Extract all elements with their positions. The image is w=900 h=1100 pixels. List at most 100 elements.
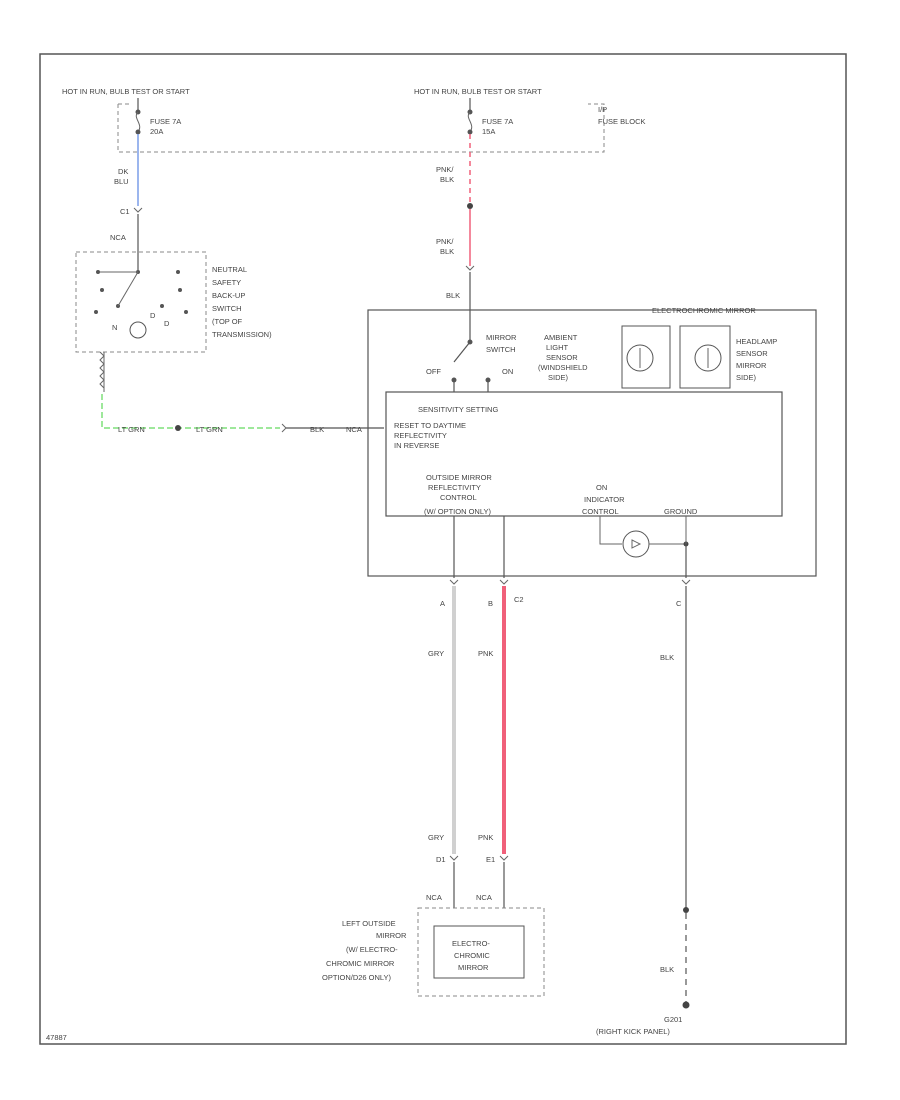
left-connector-zigzag bbox=[99, 351, 105, 389]
svg-text:D: D bbox=[164, 319, 170, 328]
wire-dk-label: DK bbox=[118, 167, 128, 176]
neutral-label-3: BACK-UP bbox=[212, 291, 245, 300]
wire-pnk-label-1: PNK bbox=[478, 649, 493, 658]
left-mirror-label-4: CHROMIC MIRROR bbox=[326, 959, 395, 968]
svg-text:REFLECTIVITY: REFLECTIVITY bbox=[428, 483, 481, 492]
svg-text:NCA: NCA bbox=[346, 425, 362, 434]
diagram-frame bbox=[39, 53, 847, 1045]
wire-pnk-b-label: PNK/ bbox=[436, 237, 454, 246]
svg-text:CONTROL: CONTROL bbox=[440, 493, 477, 502]
svg-text:LIGHT: LIGHT bbox=[546, 343, 569, 352]
wire-blu-label: BLU bbox=[114, 177, 129, 186]
svg-text:(W/ OPTION ONLY): (W/ OPTION ONLY) bbox=[424, 507, 491, 516]
neutral-label-1: NEUTRAL bbox=[212, 265, 247, 274]
splice-dot bbox=[467, 203, 473, 209]
wire-pnk-a-label: PNK/ bbox=[436, 165, 454, 174]
on-indicator-label-1: ON bbox=[596, 483, 607, 492]
reset-label-2: REFLECTIVITY bbox=[394, 431, 447, 440]
svg-text:BLK: BLK bbox=[440, 175, 454, 184]
svg-text:MIRROR: MIRROR bbox=[736, 361, 767, 370]
svg-text:(WINDSHIELD: (WINDSHIELD bbox=[538, 363, 588, 372]
headlamp-label-1: HEADLAMP bbox=[736, 337, 777, 346]
neutral-label-6: TRANSMISSION) bbox=[212, 330, 272, 339]
switch-off-label: OFF bbox=[426, 367, 441, 376]
headlamp-sensor-box bbox=[679, 325, 731, 389]
ec-mirror-box bbox=[367, 309, 817, 577]
svg-text:D: D bbox=[150, 311, 156, 320]
neutral-safety-switch bbox=[75, 251, 207, 353]
switch-pivot-icon bbox=[129, 321, 147, 339]
ecm-box-label-2: CHROMIC bbox=[454, 951, 490, 960]
svg-text:SIDE): SIDE) bbox=[736, 373, 757, 382]
pin-a-label: A bbox=[440, 599, 445, 608]
ec-mirror-title: ELECTROCHROMIC MIRROR bbox=[652, 306, 756, 315]
svg-text:SENSOR: SENSOR bbox=[546, 353, 578, 362]
blk-top-label: BLK bbox=[446, 291, 460, 300]
indicator-led-icon bbox=[622, 530, 650, 558]
ecm-box-label-3: MIRROR bbox=[458, 963, 489, 972]
ecm-box-label-1: ELECTRO- bbox=[452, 939, 490, 948]
left-outside-mirror-box bbox=[417, 907, 545, 997]
wire-blk-label-1: BLK bbox=[660, 653, 674, 662]
ground-splice bbox=[683, 907, 689, 913]
nca-label-1: NCA bbox=[426, 893, 442, 902]
wire-blk-label-2: BLK bbox=[660, 965, 674, 974]
reset-label-3: IN REVERSE bbox=[394, 441, 439, 450]
wire-lt-grn-label-2: LT GRN bbox=[196, 425, 223, 434]
fuse-left-symbol bbox=[135, 111, 141, 133]
sensitivity-label: SENSITIVITY SETTING bbox=[418, 405, 498, 414]
svg-text:BLK: BLK bbox=[440, 247, 454, 256]
ambient-sensor-box bbox=[621, 325, 671, 389]
pin-c-label: C bbox=[676, 599, 682, 608]
wire-gry-label-1: GRY bbox=[428, 649, 444, 658]
svg-text:SENSOR: SENSOR bbox=[736, 349, 768, 358]
hot-label-right: HOT IN RUN, BULB TEST OR START bbox=[414, 87, 542, 96]
fuse-block-outline bbox=[117, 103, 605, 153]
mirror-switch-label-2: SWITCH bbox=[486, 345, 516, 354]
ambient-label-1: AMBIENT bbox=[544, 333, 578, 342]
nca-label-2: NCA bbox=[476, 893, 492, 902]
conn-c2-label: C2 bbox=[514, 595, 524, 604]
ambient-sensor-icon bbox=[626, 344, 654, 372]
left-mirror-label-2: MIRROR bbox=[376, 931, 407, 940]
mirror-module-box bbox=[385, 391, 783, 517]
svg-text:D1: D1 bbox=[436, 855, 446, 864]
fuse-right-label: FUSE 7A bbox=[482, 117, 513, 126]
ip-label: I/P bbox=[598, 105, 607, 114]
left-mirror-label-3: (W/ ELECTRO- bbox=[346, 945, 398, 954]
wire-lt-grn-label-1: LT GRN bbox=[118, 425, 145, 434]
svg-text:CONTROL: CONTROL bbox=[582, 507, 619, 516]
wire-gry-label-2: GRY bbox=[428, 833, 444, 842]
pin-b-label: B bbox=[488, 599, 493, 608]
headlamp-sensor-icon bbox=[694, 344, 722, 372]
figure-id: 47887 bbox=[46, 1033, 67, 1042]
left-mirror-label-5: OPTION/D26 ONLY) bbox=[322, 973, 392, 982]
left-mirror-label-1: LEFT OUTSIDE bbox=[342, 919, 396, 928]
ground-point-label: G201 bbox=[664, 1015, 682, 1024]
splice-green bbox=[175, 425, 181, 431]
wire-pnk-label-2: PNK bbox=[478, 833, 493, 842]
ground-label: GROUND bbox=[664, 507, 698, 516]
neutral-label-5: (TOP OF bbox=[212, 317, 243, 326]
outside-label-1: OUTSIDE MIRROR bbox=[426, 473, 492, 482]
fuse-left-label: FUSE 7A bbox=[150, 117, 181, 126]
svg-text:E1: E1 bbox=[486, 855, 495, 864]
fuse-right-rating: 15A bbox=[482, 127, 495, 136]
ground-point-desc: (RIGHT KICK PANEL) bbox=[596, 1027, 670, 1036]
wire-blk-mid-label: BLK bbox=[310, 425, 324, 434]
ground-point-icon bbox=[682, 1001, 690, 1009]
svg-text:INDICATOR: INDICATOR bbox=[584, 495, 625, 504]
neutral-label-2: SAFETY bbox=[212, 278, 241, 287]
conn-nca-left: NCA bbox=[110, 233, 126, 242]
mirror-switch-lever bbox=[453, 341, 471, 363]
svg-text:SIDE): SIDE) bbox=[548, 373, 569, 382]
electrochromic-mirror-box bbox=[433, 925, 525, 979]
reset-label-1: RESET TO DAYTIME bbox=[394, 421, 466, 430]
conn-c-label: C1 bbox=[120, 207, 130, 216]
fuse-right-symbol bbox=[467, 111, 473, 133]
neutral-label-4: SWITCH bbox=[212, 304, 242, 313]
mirror-switch-label-1: MIRROR bbox=[486, 333, 517, 342]
wire-lt-grn bbox=[101, 394, 280, 429]
fuse-block-label: FUSE BLOCK bbox=[598, 117, 646, 126]
